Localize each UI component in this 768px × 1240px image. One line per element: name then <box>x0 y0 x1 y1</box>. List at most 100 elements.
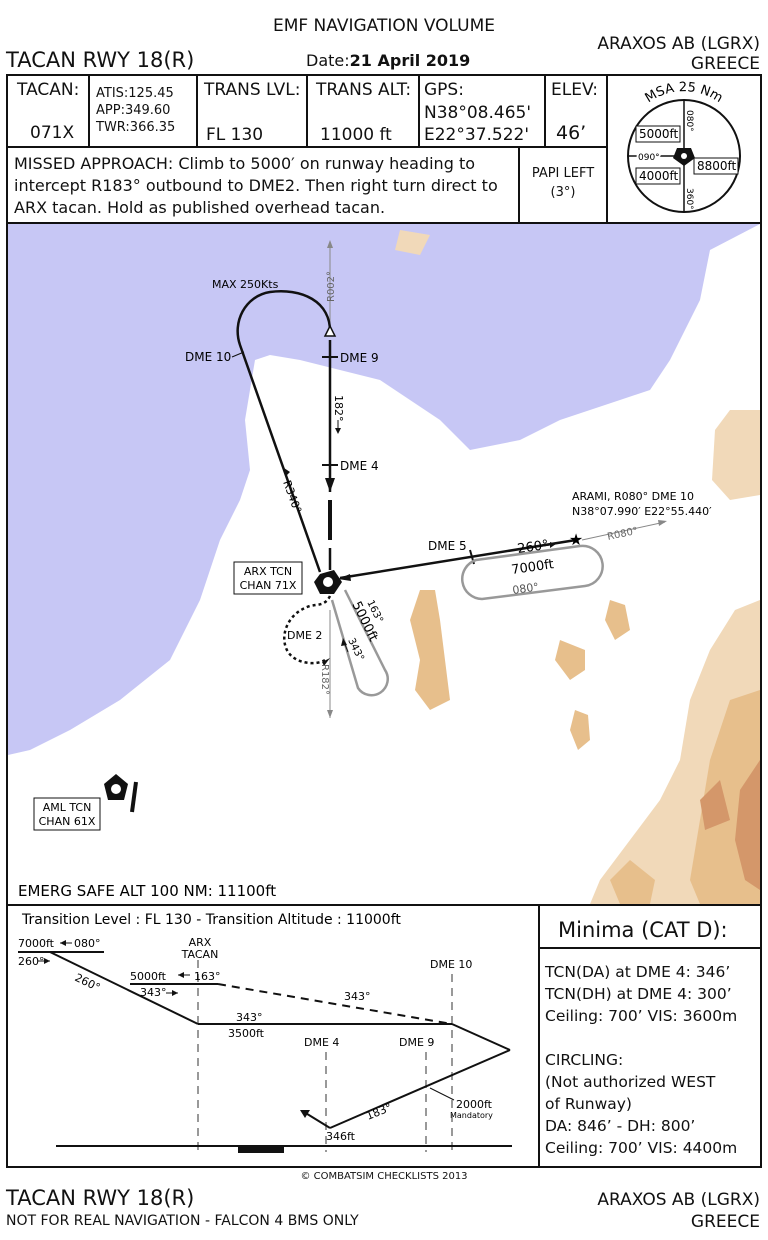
prof-crs-080: 080° <box>74 937 101 950</box>
minima-ceiling: Ceiling: 700’ VIS: 3600m <box>545 1007 738 1025</box>
disclaimer: NOT FOR REAL NAVIGATION - FALCON 4 BMS O… <box>6 1213 359 1229</box>
alt-346: 346ft <box>326 1130 356 1143</box>
msa-radial-360: 360° <box>684 188 694 210</box>
runway-icon <box>238 1145 284 1153</box>
terrain <box>395 230 760 904</box>
alt-7000: 7000ft <box>18 937 55 950</box>
hold-east <box>460 544 604 601</box>
circling-ceiling: Ceiling: 700’ VIS: 4400m <box>545 1139 738 1157</box>
gps-label: GPS: <box>424 80 464 100</box>
hold-alt-east: 7000ft <box>510 557 554 578</box>
msa-radial-080: 080° <box>684 110 694 132</box>
aml-tcn-channel: CHAN 61X <box>39 815 96 828</box>
profile-diagram: Transition Level : FL 130 - Transition A… <box>18 912 512 1153</box>
gps-lat: N38°08.465' <box>424 103 532 123</box>
aml-tacan-icon <box>104 774 138 813</box>
arami-star-icon: ★ <box>569 530 583 549</box>
aml-tcn-label: AML TCN <box>43 801 92 814</box>
volume-title: EMF NAVIGATION VOLUME <box>272 16 496 36</box>
elev-label: ELEV: <box>551 80 598 100</box>
trans-alt-label: TRANS ALT: <box>316 80 412 100</box>
prof-crs-183: 183° <box>364 1101 393 1123</box>
plan-view: ★ MAX 250Kts R002° DME 10 DME 9 182° DME… <box>6 222 762 906</box>
profile-view: Transition Level : FL 130 - Transition A… <box>6 904 540 1168</box>
r002-label: R002° <box>326 271 337 302</box>
missed-approach-text: MISSED APPROACH: Climb to 5000′ on runwa… <box>14 154 498 217</box>
arami-coords: N38°07.990′ E22°55.440′ <box>572 505 712 518</box>
dme5-label: DME 5 <box>428 539 467 553</box>
alt-3500: 3500ft <box>228 1027 265 1040</box>
mandatory-label: Mandatory <box>450 1111 493 1120</box>
date-label: Date: <box>306 51 350 70</box>
arami-inbound <box>339 538 577 580</box>
tacan-value: 071X <box>30 123 75 143</box>
course-260-label: 260° <box>516 538 549 557</box>
arx-tacan-icon <box>314 570 342 594</box>
svg-text:090°: 090° <box>638 153 660 163</box>
r340-label: R340° <box>280 479 304 516</box>
minima-box <box>538 904 762 1168</box>
twr-freq: TWR:366.35 <box>96 120 176 135</box>
minima-title: Minima (CAT D): <box>558 918 728 942</box>
gps-lon: E22°37.522' <box>424 125 530 145</box>
date: Date:21 April 2019 <box>306 51 470 70</box>
fix-triangle-icon <box>323 324 337 337</box>
arx-tacan-label: TACAN <box>181 948 219 961</box>
missed-approach-turn <box>283 595 332 665</box>
trans-lvl-value: FL 130 <box>206 125 264 145</box>
footer-title: TACAN RWY 18(R) <box>6 1186 195 1210</box>
prof-dme10: DME 10 <box>430 958 472 971</box>
minima-da: TCN(DA) at DME 4: 346’ <box>545 963 731 981</box>
app-freq: APP:349.60 <box>96 103 171 118</box>
airport-country: GREECE <box>690 54 760 74</box>
alt-5000: 5000ft <box>130 970 167 983</box>
prof-dme9: DME 9 <box>399 1036 434 1049</box>
max-speed-label: MAX 250Kts <box>212 278 279 291</box>
trans-lvl-label: TRANS LVL: <box>204 80 301 100</box>
airport-name: ARAXOS AB (LGRX) <box>597 34 760 54</box>
dme2-label: DME 2 <box>287 629 322 642</box>
prof-crs-343a: 343° <box>140 986 167 999</box>
arami-label: ARAMI, R080° DME 10 <box>572 490 694 503</box>
dme4-label: DME 4 <box>340 459 379 473</box>
procedure-turn <box>236 290 332 573</box>
prof-crs-343c: 343° <box>236 1011 263 1024</box>
trans-alt-value: 11000 ft <box>320 125 392 145</box>
prof-dme4: DME 4 <box>304 1036 339 1049</box>
atis-freq: ATIS:125.45 <box>96 86 174 101</box>
msa-radial-090: 090° <box>638 153 660 163</box>
prof-crs-343b: 343° <box>344 990 371 1003</box>
msa-sector-e: 8800ft <box>697 159 737 173</box>
r080-label: R080° <box>606 526 639 543</box>
footer-airport: ARAXOS AB (LGRX) <box>597 1190 760 1210</box>
papi-label: PAPI LEFT <box>531 166 595 181</box>
date-value: 21 April 2019 <box>349 51 471 70</box>
alt-2000: 2000ft <box>456 1098 493 1111</box>
msa-sector-sw: 4000ft <box>639 169 679 183</box>
emergency-safe-altitude: EMERG SAFE ALT 100 NM: 11100ft <box>18 882 276 900</box>
tacan-symbol-icon <box>673 148 695 166</box>
arx-tcn-label: ARX TCN <box>244 565 292 578</box>
prof-crs-163: 163° <box>194 970 221 983</box>
r182-label: R182° <box>319 664 330 695</box>
sea-area <box>8 224 760 755</box>
prof-crs-260a: 260° <box>18 955 45 968</box>
course-182-label: 182° <box>332 395 345 422</box>
hold-south <box>330 589 389 697</box>
footer-country: GREECE <box>690 1212 760 1232</box>
profile-title: Transition Level : FL 130 - Transition A… <box>21 912 401 928</box>
elev-value: 46’ <box>556 122 587 144</box>
msa-diagram: MSA 25 Nm 5000ft 4000ft 8800ft 090° 090°… <box>627 80 741 213</box>
circling-note-2: of Runway) <box>545 1095 632 1113</box>
course-080-label: 080° <box>512 580 540 597</box>
arx-tcn-channel: CHAN 71X <box>240 579 297 592</box>
chart-title: TACAN RWY 18(R) <box>6 48 195 72</box>
papi-angle: (3°) <box>550 185 576 200</box>
msa-sector-nw: 5000ft <box>639 127 679 141</box>
minima-list: TCN(DA) at DME 4: 346’ TCN(DH) at DME 4:… <box>545 961 737 1159</box>
circling-title: CIRCLING: <box>545 1051 624 1069</box>
plan-map: ★ MAX 250Kts R002° DME 10 DME 9 182° DME… <box>8 224 760 904</box>
tacan-label: TACAN: <box>17 80 80 100</box>
dme9-label: DME 9 <box>340 351 379 365</box>
dme10-label: DME 10 <box>185 350 231 364</box>
